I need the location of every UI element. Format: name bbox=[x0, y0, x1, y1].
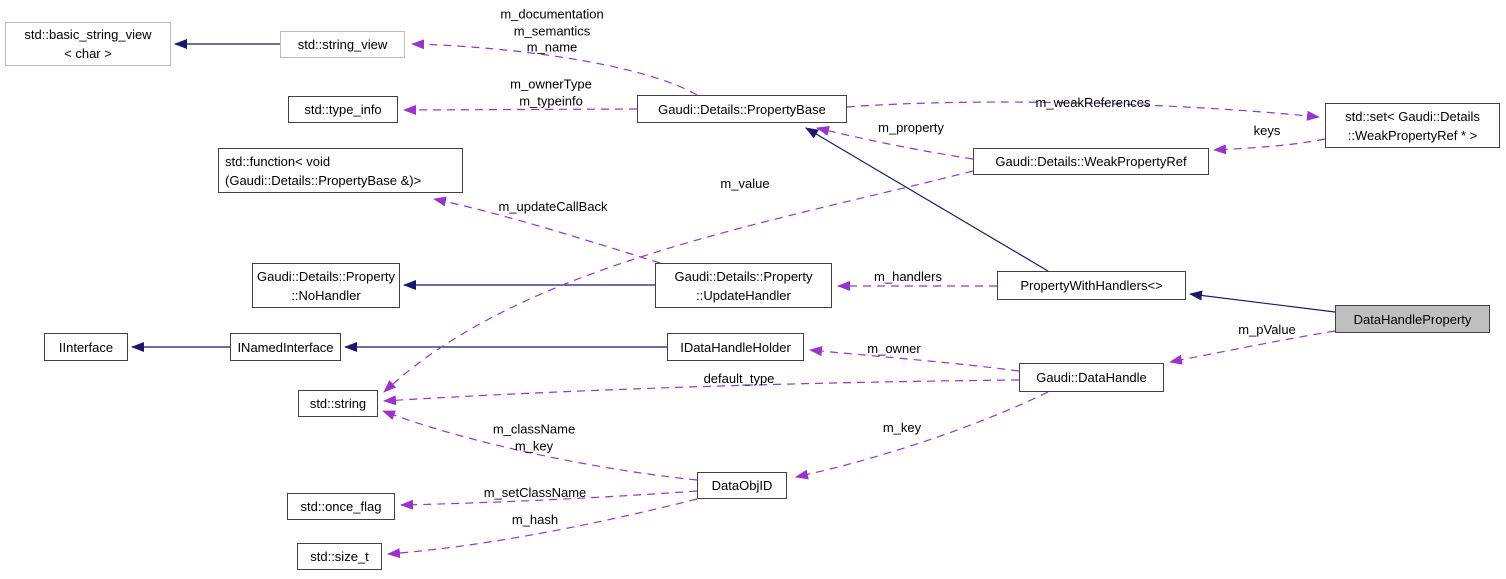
node-std-type-info[interactable]: std::type_info bbox=[288, 96, 398, 123]
edge-datahandleproperty-to-propertywithhandlers bbox=[1189, 290, 1336, 313]
node-std-size-t[interactable]: std::size_t bbox=[297, 543, 382, 570]
edge-weakreferences bbox=[846, 101, 1320, 121]
node-inamedinterface[interactable]: INamedInterface bbox=[230, 333, 341, 361]
node-gaudi-details-weakpropertyref[interactable]: Gaudi::Details::WeakPropertyRef bbox=[973, 148, 1209, 175]
node-datahandleproperty: DataHandleProperty bbox=[1335, 305, 1490, 333]
edge-propertywithhandlers-to-propertybase bbox=[805, 127, 1049, 272]
edge-key bbox=[795, 391, 1049, 480]
node-std-once-flag[interactable]: std::once_flag bbox=[287, 493, 395, 520]
edge-owner bbox=[809, 346, 1020, 372]
edge-updatecallback bbox=[433, 196, 661, 264]
node-gaudi-details-propertybase[interactable]: Gaudi::Details::PropertyBase bbox=[637, 95, 847, 123]
edge-defaulttype bbox=[383, 379, 1020, 406]
node-iinterface[interactable]: IInterface bbox=[44, 333, 128, 361]
node-std-set-weakpropertyref[interactable]: std::set< Gaudi::Details ::WeakPropertyR… bbox=[1325, 103, 1500, 148]
node-dataobjid[interactable]: DataObjID bbox=[697, 472, 787, 499]
node-propertywithhandlers[interactable]: PropertyWithHandlers<> bbox=[997, 271, 1186, 300]
node-std-string[interactable]: std::string bbox=[298, 390, 378, 417]
edge-hash bbox=[387, 498, 698, 559]
node-std-basic-string-view: std::basic_string_view < char > bbox=[5, 22, 171, 66]
node-std-string-view: std::string_view bbox=[280, 31, 405, 58]
node-gaudi-details-property-updatehandler[interactable]: Gaudi::Details::Property ::UpdateHandler bbox=[655, 263, 832, 308]
node-gaudi-details-property-nohandler[interactable]: Gaudi::Details::Property ::NoHandler bbox=[252, 263, 400, 308]
edge-ownertype-typeinfo bbox=[403, 104, 638, 115]
edge-setclassname bbox=[400, 490, 698, 510]
edge-property bbox=[816, 125, 974, 160]
edge-pvalue bbox=[1169, 330, 1336, 365]
edge-classname-key bbox=[382, 410, 698, 481]
node-std-function[interactable]: std::function< void (Gaudi::Details::Pro… bbox=[218, 148, 463, 193]
node-gaudi-datahandle[interactable]: Gaudi::DataHandle bbox=[1019, 363, 1164, 392]
edge-name-doc-semantics bbox=[411, 39, 698, 96]
edge-keys bbox=[1213, 138, 1326, 155]
node-idatahandleholder[interactable]: IDataHandleHolder bbox=[667, 333, 804, 361]
